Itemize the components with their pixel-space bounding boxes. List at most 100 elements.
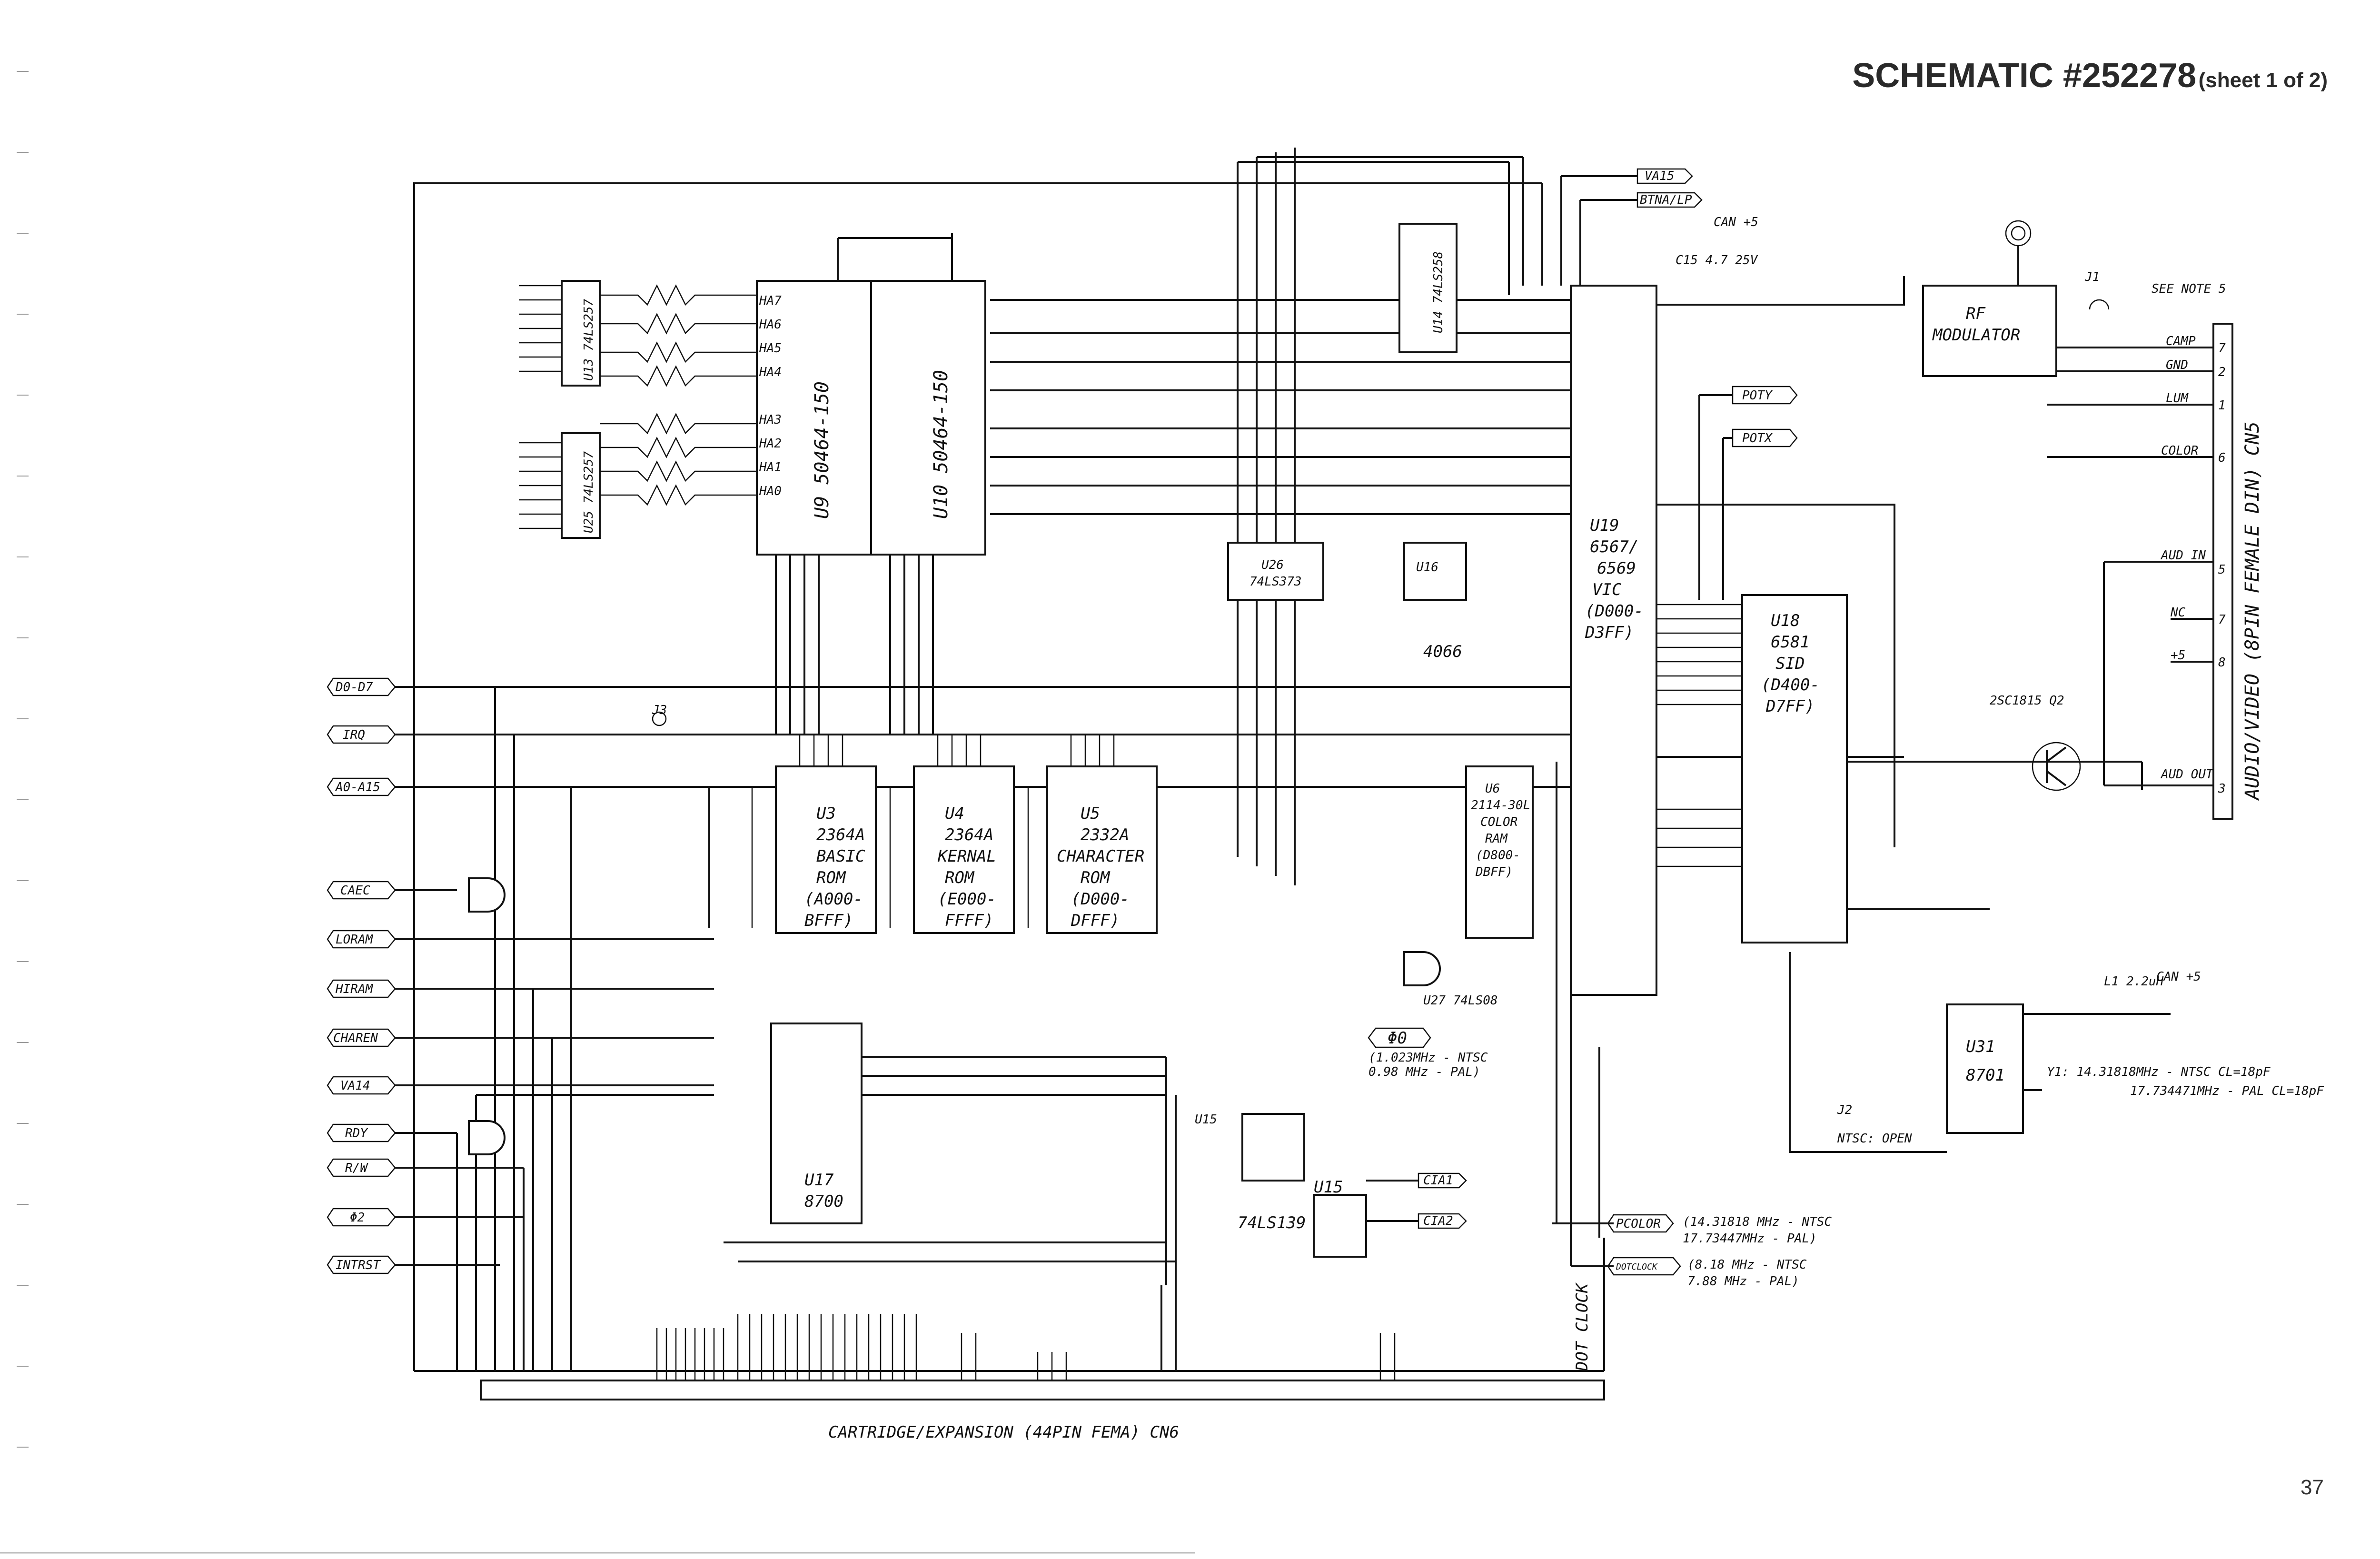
schematic-header: SCHEMATIC #252278 (sheet 1 of 2) [1852,56,2328,95]
schematic-label: HA4 [759,365,782,379]
schematic-label: U3 [816,804,836,823]
schematic-label: DBFF) [1475,865,1513,879]
transistor-q2: 2SC1815 Q2 [1990,694,2081,791]
schematic-label: (1.023MHz - NTSC [1368,1051,1488,1065]
schematic-label: COLOR [1480,815,1517,829]
schematic-label: HA2 [759,437,782,451]
chip-u17: U17 8700 [770,1023,863,1224]
schematic-label: (D000- [1585,602,1644,621]
schematic-label: 2SC1815 Q2 [1990,694,2064,708]
schematic-label: LUM [2166,391,2189,406]
schematic-label: U4 [945,804,964,823]
schematic-label: 2364A [945,825,993,844]
sheet-indicator: (sheet 1 of 2) [2198,69,2328,92]
signal-pcolor: PCOLOR (14.31818 MHz - NTSC 17.73447MHz … [1607,1214,1832,1246]
chip-u13: U13 74LS257 [561,280,601,387]
chip-u10: U10 50464-150 [870,280,986,556]
schematic-label: 7.88 MHz - PAL) [1687,1274,1799,1289]
chip-u3: U3 2364A BASIC ROM (A000- BFFF) [775,765,877,934]
top-signal-connectors: VA15 BTNA/LP POTY POTX [1636,168,1798,447]
schematic-label: DOTCLOCK [1616,1262,1658,1272]
schematic-label: PCOLOR [1616,1217,1661,1231]
mux-lines [519,284,757,529]
schematic-label: LORAM [336,933,374,947]
schematic-label: SID [1775,654,1805,673]
schematic-label: U15 [1314,1178,1343,1197]
chip-u9-label: U9 50464-150 [811,381,833,519]
schematic-label: 17.734471MHz - PAL CL=18pF [2130,1084,2324,1098]
dot-clock-label: DOT CLOCK [1573,1282,1592,1371]
schematic-label: NC [2170,606,2186,620]
schematic-label: Y1: 14.31818MHz - NTSC CL=18pF [2047,1065,2271,1079]
schematic-label: HA0 [759,484,782,498]
schematic-label: 6 [2218,451,2226,465]
schematic-label: U25 74LS257 [582,451,596,533]
rf-modulator: RF MODULATOR J1 SEE NOTE 5 [1922,220,2226,377]
schematic-label: FFFF) [945,911,993,930]
schematic-label: IRQ [343,728,365,742]
schematic-label: U26 [1261,558,1284,572]
schematic-label: HA6 [759,318,782,332]
signal-potx: POTX [1732,428,1798,447]
ram-pin-labels: HA7 HA6 HA5 HA4 HA3 HA2 HA1 HA0 [759,294,782,498]
schematic-label: CIA2 [1423,1214,1453,1228]
schematic-label: U31 [1966,1037,1995,1056]
schematic-label: U6 [1485,782,1500,796]
schematic-label: 8701 [1966,1066,2005,1085]
chip-u15: U15 U15 74LS139 [1195,1112,1367,1258]
schematic-label: CAEC [340,884,370,898]
schematic-label: 6567/ [1590,537,1638,556]
schematic-label: D0-D7 [335,680,373,695]
schematic-label: U5 [1081,804,1100,823]
schematic-label: HA3 [759,413,782,427]
chip-u18: U18 6581 SID (D400- D7FF) [1741,594,1848,943]
page-number: 37 [2301,1476,2324,1499]
signal-cia1: CIA1 [1418,1172,1467,1189]
signal-irq: IRQ [327,725,396,744]
signal-cia2: CIA2 [1418,1213,1467,1229]
signal-intrst: INTRST [327,1255,396,1274]
schematic-label: (A000- [804,890,863,909]
sid-bus-lines [1656,604,1742,867]
schematic-label: Φ0 [1388,1029,1407,1048]
schematic-label: R/W [345,1161,368,1175]
signal-a0-a15: A0-A15 [327,777,396,796]
schematic-label: U18 [1771,611,1800,630]
schematic-label: (14.31818 MHz - NTSC [1683,1215,1832,1229]
schematic-label: U17 [804,1171,834,1190]
signal-loram: LORAM [327,930,396,949]
schematic-label: U14 74LS258 [1431,251,1446,333]
chip-u16: U16 4066 [1403,542,1467,661]
margin-ticks [17,71,29,1448]
schematic-label: U27 74LS08 [1423,993,1498,1008]
schematic-label: 6569 [1597,559,1636,578]
signal-poty: POTY [1732,386,1798,405]
schematic-label: U16 [1416,560,1438,575]
chip-u6: U6 2114-30L COLOR RAM (D800- DBFF) [1465,765,1534,939]
schematic-label: CIA1 [1423,1173,1453,1188]
signal-charen: CHAREN [327,1028,396,1047]
schematic-label: 8 [2218,655,2226,670]
av-connector: AUDIO/VIDEO (8PIN FEMALE DIN) CN5 CAMP 7… [2160,323,2263,820]
cia-signals: CIA1 CIA2 [1366,1172,1467,1229]
cartridge-label: CARTRIDGE/EXPANSION (44PIN FEMA) CN6 [828,1423,1179,1442]
schematic-label: VA15 [1645,169,1675,183]
clock-signals: Φ0 (1.023MHz - NTSC 0.98 MHz - PAL) PCOL… [1368,1027,1832,1289]
chip-u9: U9 50464-150 [756,280,872,556]
schematic-label: C15 4.7 25V [1676,253,1758,268]
schematic-label: (D400- [1761,675,1820,695]
schematic-label: COLOR [2161,444,2198,458]
schematic-label: BASIC [816,847,865,866]
schematic-label: POTX [1742,431,1773,446]
schematic-label: ROM [816,868,846,887]
rom-bus-lines [751,735,1115,928]
schematic-label: A0-A15 [335,780,380,794]
schematic-label: VIC [1592,580,1622,599]
signal-dotclock: DOTCLOCK (8.18 MHz - NTSC 7.88 MHz - PAL… [1607,1257,1807,1289]
gate-u27: U27 74LS08 [468,877,1498,1155]
signal-d0-d7: D0-D7 [327,677,396,696]
schematic-label: 2332A [1081,825,1129,844]
signal-rdy: RDY [327,1123,396,1142]
